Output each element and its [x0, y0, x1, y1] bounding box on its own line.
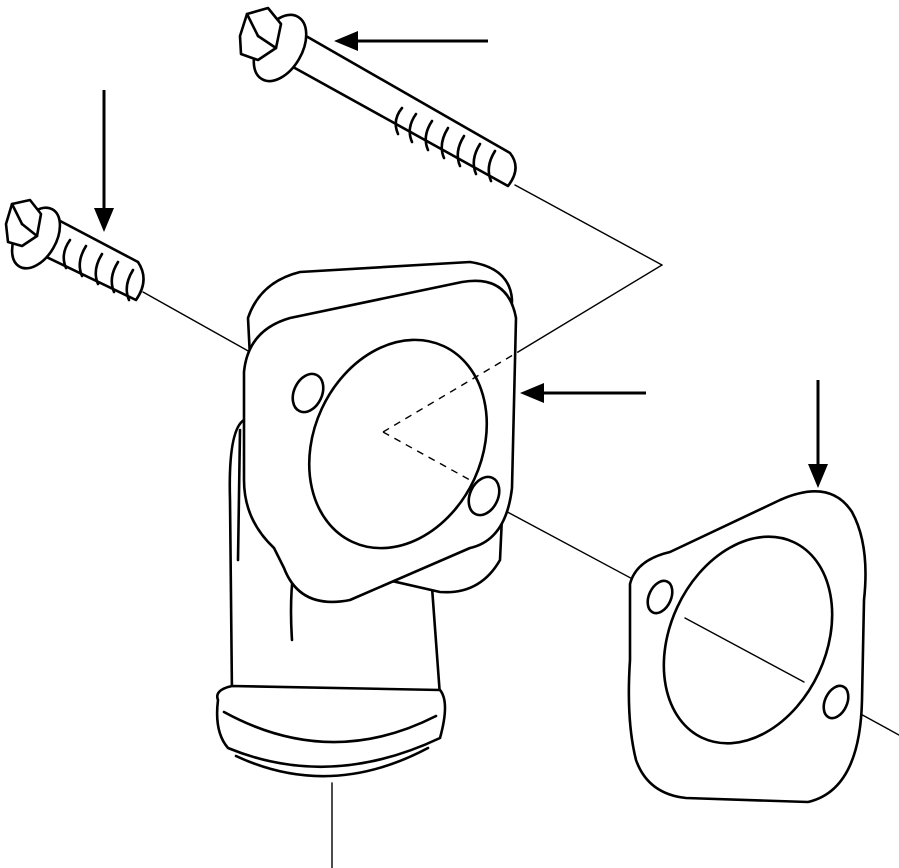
hex-edge	[245, 12, 260, 38]
long-bolt-thread	[394, 106, 497, 183]
hidden-line-to-upper-axis	[382, 351, 519, 433]
gasket-bolt-hole-lower	[822, 684, 850, 720]
gasket	[627, 490, 867, 804]
elbow-flange-bore	[307, 338, 489, 550]
elbow-outlet-inner-rim	[222, 710, 438, 744]
short-bolt-axis-line	[142, 291, 251, 353]
long-flange-bolt	[238, 6, 517, 188]
gasket-bolt-hole-upper	[646, 579, 674, 615]
hex-edge	[10, 202, 24, 226]
long-bolt-shank	[282, 26, 517, 188]
short-bolt-thread	[62, 238, 135, 302]
long-bolt-axis-line-return	[517, 264, 663, 353]
elbow-shading-line	[236, 428, 242, 562]
arrow-to-elbow-connector	[520, 383, 646, 403]
arrow-head-icon	[808, 464, 828, 488]
arrow-head-icon	[94, 208, 114, 232]
hex-edge	[20, 222, 39, 238]
gasket-bore	[662, 535, 834, 745]
arrow-head-icon	[334, 31, 358, 51]
pointer-arrows	[94, 31, 828, 488]
hex-edge	[256, 34, 278, 50]
arrow-to-short-bolt	[94, 90, 114, 232]
short-bolt-shank	[34, 211, 145, 302]
hidden-centerlines	[382, 351, 519, 481]
elbow-outlet-lip	[215, 684, 447, 769]
elbow-outlet-bottom-rim	[234, 746, 430, 778]
elbow-flange-bolt-hole-lower	[467, 475, 501, 517]
hidden-line-to-lower-hole	[382, 431, 471, 481]
arrow-head-icon	[520, 383, 544, 403]
elbow-connector	[215, 260, 518, 778]
arrow-to-long-bolt	[334, 31, 488, 51]
short-flange-bolt	[4, 198, 145, 302]
elbow-flange-bolt-hole-upper	[291, 372, 325, 414]
elbow-to-gasket-axis-line	[499, 507, 641, 584]
gasket-inner-axis-line	[684, 617, 805, 683]
arrow-to-gasket	[808, 380, 828, 488]
long-bolt-axis-line	[514, 184, 663, 266]
